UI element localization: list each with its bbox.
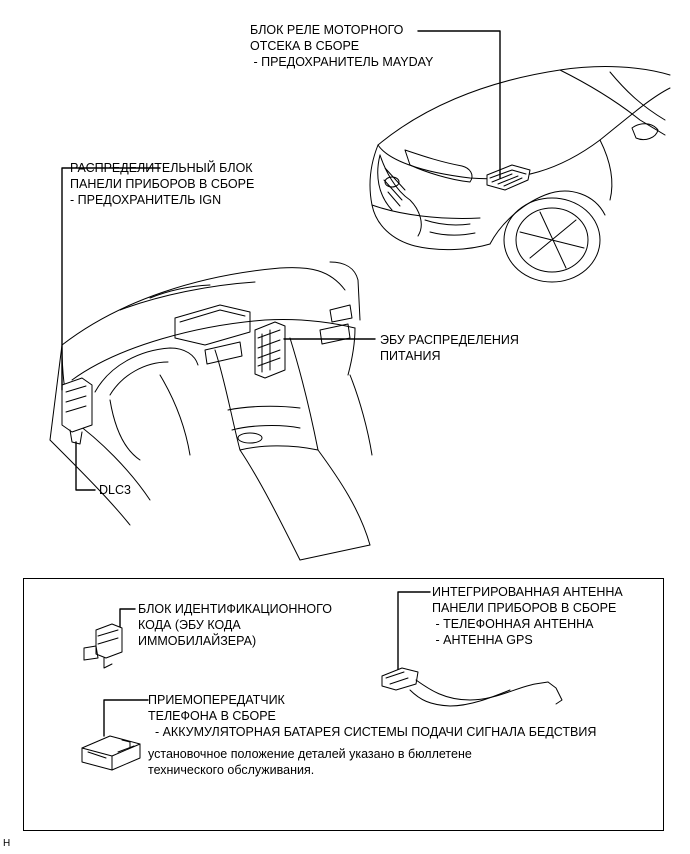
label-line: DLC3: [99, 483, 131, 497]
integrated-antenna-part: [381, 667, 563, 707]
telephone-transceiver-part: [81, 735, 141, 771]
label-line: ЭБУ РАСПРЕДЕЛЕНИЯ: [380, 333, 519, 347]
label-line: ТЕЛЕФОНА В СБОРЕ: [148, 709, 276, 723]
installation-note: установочное положение деталей указано в…: [148, 746, 472, 778]
parts-box-frame: [23, 578, 664, 831]
label-line: - ТЕЛЕФОННАЯ АНТЕННА: [432, 617, 594, 631]
label-line: ПРИЕМОПЕРЕДАТЧИК: [148, 693, 285, 707]
label-id-code-box: БЛОК ИДЕНТИФИКАЦИОННОГО КОДА (ЭБУ КОДА И…: [138, 601, 332, 649]
label-line: РАСПРЕДЕЛИТЕЛЬНЫЙ БЛОК: [70, 161, 253, 175]
label-line: БЛОК ИДЕНТИФИКАЦИОННОГО: [138, 602, 332, 616]
note-line: технического обслуживания.: [148, 763, 315, 777]
car-front-illustration: [369, 66, 671, 283]
label-line: - АНТЕННА GPS: [432, 633, 533, 647]
label-dlc3: DLC3: [99, 482, 131, 498]
label-line: - ПРЕДОХРАНИТЕЛЬ MAYDAY: [250, 55, 434, 69]
power-distribution-ecu-part: [254, 321, 286, 379]
label-telephone-transceiver: ПРИЕМОПЕРЕДАТЧИК ТЕЛЕФОНА В СБОРЕ - АККУ…: [148, 692, 596, 740]
instrument-junction-block-part: [61, 377, 93, 445]
label-power-distribution-ecu: ЭБУ РАСПРЕДЕЛЕНИЯ ПИТАНИЯ: [380, 332, 519, 364]
label-engine-relay-block: БЛОК РЕЛЕ МОТОРНОГО ОТСЕКА В СБОРЕ - ПРЕ…: [250, 22, 433, 70]
label-line: ПАНЕЛИ ПРИБОРОВ В СБОРЕ: [70, 177, 255, 191]
engine-relay-block-part: [486, 164, 531, 191]
figure-code: H: [3, 838, 11, 849]
label-line: - АККУМУЛЯТОРНАЯ БАТАРЕЯ СИСТЕМЫ ПОДАЧИ …: [148, 725, 597, 739]
dashboard-illustration: [49, 261, 373, 561]
label-line: ПИТАНИЯ: [380, 349, 441, 363]
label-line: БЛОК РЕЛЕ МОТОРНОГО: [250, 23, 404, 37]
label-line: КОДА (ЭБУ КОДА: [138, 618, 241, 632]
note-line: установочное положение деталей указано в…: [148, 747, 472, 761]
label-line: ИНТЕГРИРОВАННАЯ АНТЕННА: [432, 585, 623, 599]
leader-lines: [61, 30, 501, 737]
label-line: ПАНЕЛИ ПРИБОРОВ В СБОРЕ: [432, 601, 617, 615]
label-instrument-junction-block: РАСПРЕДЕЛИТЕЛЬНЫЙ БЛОК ПАНЕЛИ ПРИБОРОВ В…: [70, 160, 254, 208]
label-line: ИММОБИЛАЙЗЕРА): [138, 634, 257, 648]
label-line: - ПРЕДОХРАНИТЕЛЬ IGN: [70, 193, 222, 207]
label-integrated-antenna: ИНТЕГРИРОВАННАЯ АНТЕННА ПАНЕЛИ ПРИБОРОВ …: [432, 584, 623, 648]
id-code-box-part: [83, 623, 123, 669]
label-line: ОТСЕКА В СБОРЕ: [250, 39, 360, 53]
